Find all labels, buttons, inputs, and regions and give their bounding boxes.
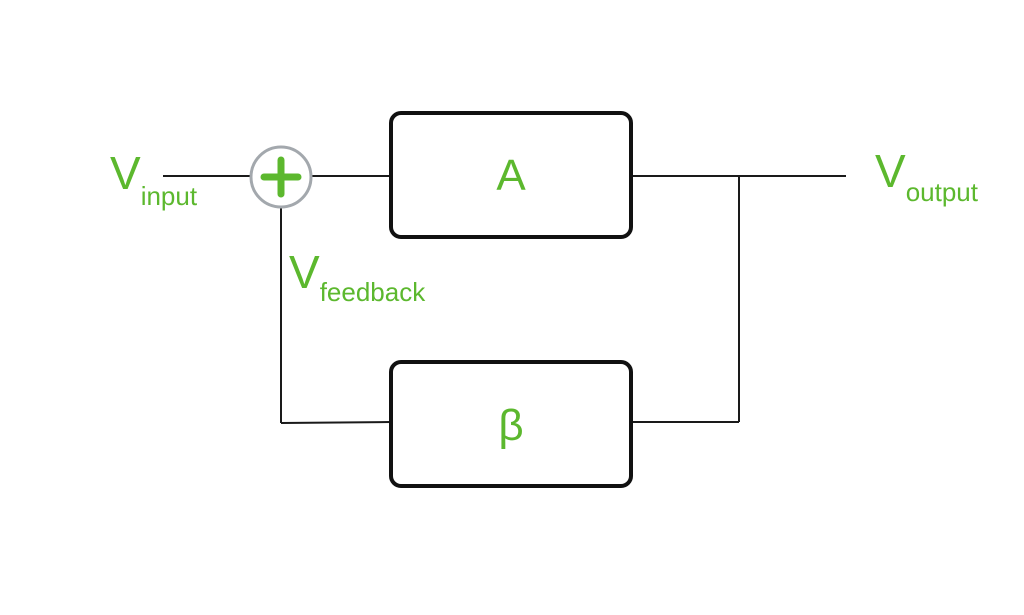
v-output-main: V (875, 145, 906, 197)
v-feedback-main: V (289, 246, 320, 298)
v-output-label: Voutput (875, 145, 979, 207)
from-beta-wire (280, 421, 392, 424)
plus-icon (260, 156, 302, 198)
block-beta-box (389, 360, 633, 488)
block-a-box (389, 111, 633, 239)
v-feedback-label: Vfeedback (289, 246, 426, 307)
v-input-main: V (110, 147, 141, 199)
v-feedback-sub: feedback (320, 277, 427, 307)
v-output-sub: output (906, 177, 979, 207)
v-input-sub: input (141, 181, 198, 211)
v-input-label: Vinput (110, 147, 198, 211)
summing-junction (249, 145, 313, 209)
block-beta: β (389, 360, 633, 488)
block-a: A (389, 111, 633, 239)
block-a-label: A (496, 151, 526, 200)
block-beta-label: β (498, 401, 523, 450)
